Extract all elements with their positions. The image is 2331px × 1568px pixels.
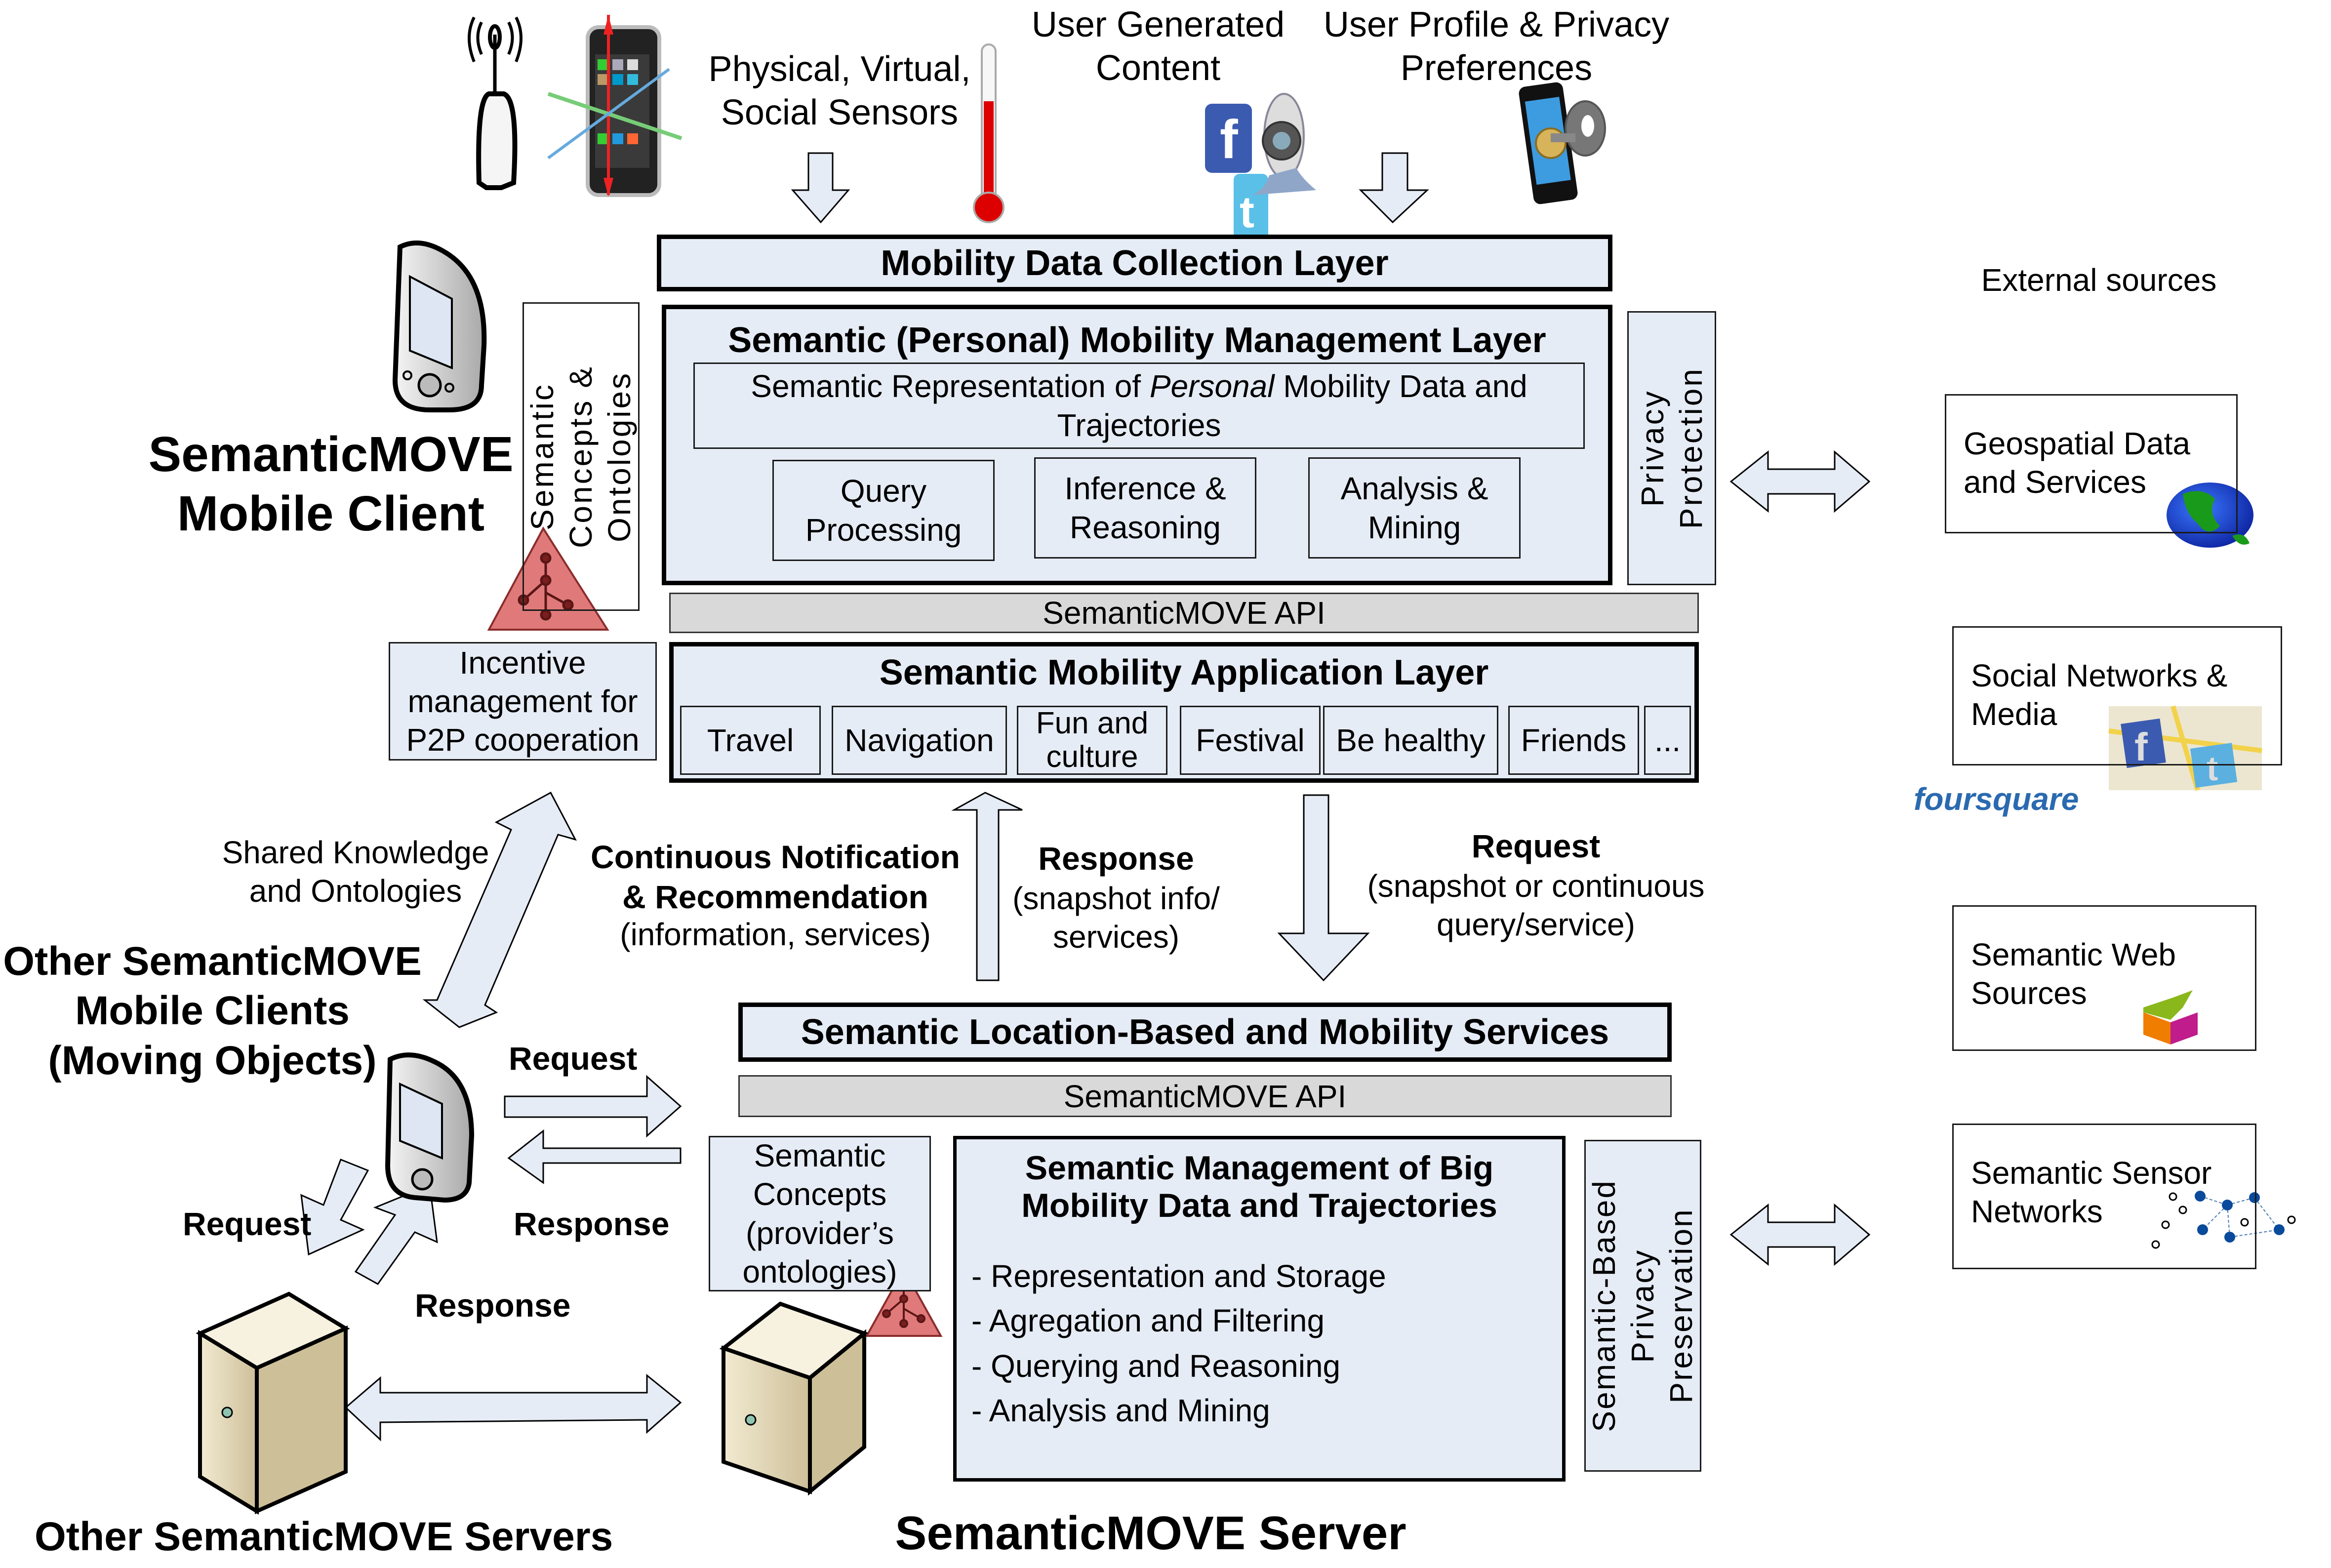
representation-text-post: Mobility Data and Trajectories — [1057, 368, 1527, 443]
peer-response-label: Response — [514, 1206, 670, 1242]
request-subtitle: (snapshot or continuous query/service) — [1367, 868, 1705, 943]
representation-text-italic: Personal — [1149, 368, 1275, 404]
facebook-twitter-icon: f t — [1205, 104, 1268, 240]
server-title: SemanticMOVE Server — [895, 1507, 1407, 1560]
management-item-querying: - Querying and Reasoning — [971, 1348, 1341, 1384]
representation-text-pre: Semantic Representation of — [751, 368, 1150, 404]
response-subtitle: (snapshot info/ services) — [1012, 881, 1220, 955]
app-travel[interactable]: Travel — [680, 706, 821, 775]
other-client-phone-icon — [385, 1052, 475, 1203]
peer-request-arrow — [504, 1075, 682, 1138]
server-external-arrow — [1729, 1203, 1871, 1266]
management-item-storage: - Representation and Storage — [971, 1258, 1386, 1294]
app-friends[interactable]: Friends — [1508, 706, 1639, 775]
app-be-healthy[interactable]: Be healthy — [1323, 706, 1498, 775]
client-privacy-protection-label: Privacy Protection — [1634, 367, 1709, 529]
big-data-management-title: Semantic Management of Big Mobility Data… — [1021, 1149, 1497, 1225]
shared-knowledge-arrow — [422, 791, 577, 1028]
server-semanticmove-api: SemanticMOVE API — [738, 1075, 1672, 1117]
sensor-network-icon — [2127, 1188, 2312, 1254]
svg-text:t: t — [2207, 749, 2218, 788]
svg-text:f: f — [1220, 109, 1238, 170]
client-privacy-protection-box: Privacy Protection — [1627, 311, 1716, 585]
social-map-icon: f t — [2108, 705, 2262, 791]
external-sources-title: External sources — [1981, 262, 2217, 298]
peer-request-label: Request — [509, 1040, 638, 1077]
module-query-processing: Query Processing — [772, 460, 995, 561]
mobile-client-phone-icon — [392, 241, 487, 412]
request-title: Request — [1471, 828, 1601, 864]
client-semantic-concepts-label: Semantic Concepts & Ontologies — [524, 365, 638, 548]
management-layer-title: Semantic (Personal) Mobility Management … — [728, 321, 1546, 360]
semantic-web-cube-icon — [2127, 990, 2221, 1049]
other-server-response-label: Response — [415, 1287, 571, 1324]
user-generated-content-label: User Generated Content — [1031, 5, 1285, 88]
app-more[interactable]: ... — [1644, 706, 1691, 775]
module-analysis-mining: Analysis & Mining — [1308, 457, 1521, 559]
semantic-mobility-application-layer: Semantic Mobility Application Layer Trav… — [669, 642, 1699, 783]
server-privacy-preservation-label: Semantic-Based Privacy Preservation — [1586, 1179, 1699, 1432]
client-external-arrow — [1729, 450, 1871, 513]
profile-down-arrow — [1359, 152, 1429, 224]
incentive-management-box: Incentive management for P2P cooperation — [389, 642, 657, 761]
server-semantic-concepts-box: Semantic Concepts (provider’s ontologies… — [709, 1136, 931, 1291]
webcam-icon — [1252, 93, 1316, 195]
app-fun-and-culture[interactable]: Fun and culture — [1017, 706, 1167, 775]
client-ontology-icon — [487, 526, 609, 631]
other-servers-title: Other SemanticMOVE Servers — [35, 1514, 613, 1559]
notification-subtitle: (information, services) — [620, 917, 931, 952]
shared-knowledge-label: Shared Knowledge and Ontologies — [222, 834, 489, 909]
external-source-geospatial[interactable]: Geospatial Data and Services — [1945, 394, 2238, 533]
client-semanticmove-api: SemanticMOVE API — [669, 593, 1699, 633]
response-title: Response — [1038, 840, 1194, 877]
management-item-analysis: - Analysis and Mining — [971, 1393, 1270, 1428]
app-festival[interactable]: Festival — [1180, 706, 1321, 775]
svg-text:t: t — [1240, 188, 1254, 237]
svg-text:foursquare: foursquare — [1914, 781, 2079, 817]
external-source-social-networks[interactable]: Social Networks & Media — [1952, 626, 2282, 765]
application-layer-title: Semantic Mobility Application Layer — [879, 652, 1489, 692]
client-semantic-concepts-box: Semantic Concepts & Ontologies — [522, 302, 640, 611]
other-mobile-clients-title: Other SemanticMOVE Mobile Clients (Movin… — [3, 939, 422, 1083]
semantic-representation-box: Semantic Representation of Personal Mobi… — [693, 362, 1585, 449]
request-down-arrow — [1277, 794, 1370, 982]
app-navigation[interactable]: Navigation — [832, 706, 1007, 775]
svg-text:f: f — [2134, 725, 2148, 769]
phone-lock-icon — [1519, 82, 1606, 204]
other-server-request-arrow — [300, 1159, 369, 1256]
external-source-sensor-networks[interactable]: Semantic Sensor Networks — [1952, 1124, 2256, 1269]
location-based-services-layer: Semantic Location-Based and Mobility Ser… — [738, 1003, 1672, 1062]
thermometer-icon — [973, 43, 1005, 223]
notification-title: Continuous Notification & Recommendation — [591, 839, 960, 915]
module-inference-reasoning: Inference & Reasoning — [1034, 457, 1256, 559]
notification-up-arrow — [951, 792, 1023, 981]
server-peer-arrow — [344, 1373, 682, 1442]
globe-icon — [2166, 472, 2254, 558]
sensors-label: Physical, Virtual, Social Sensors — [708, 49, 971, 132]
other-server-response-arrow — [354, 1184, 438, 1285]
server-tower-icon — [719, 1301, 869, 1496]
other-server-request-label: Request — [183, 1206, 312, 1242]
mobile-client-title: SemanticMOVE Mobile Client — [148, 427, 514, 541]
foursquare-logo-icon: foursquare — [1894, 765, 2079, 840]
external-source-semantic-web[interactable]: Semantic Web Sources — [1952, 905, 2256, 1051]
other-server-tower-icon — [196, 1291, 350, 1515]
user-profile-privacy-label: User Profile & Privacy Preferences — [1323, 5, 1670, 88]
sensors-down-arrow — [791, 152, 850, 224]
management-item-aggregation: - Agregation and Filtering — [971, 1303, 1325, 1338]
smartphone-sensor-icon — [547, 15, 683, 197]
mobility-data-collection-layer: Mobility Data Collection Layer — [657, 235, 1612, 291]
big-mobility-data-management-box: Semantic Management of Big Mobility Data… — [953, 1136, 1566, 1482]
antenna-icon — [468, 16, 522, 190]
server-privacy-preservation-box: Semantic-Based Privacy Preservation — [1584, 1140, 1701, 1472]
peer-response-arrow — [507, 1129, 682, 1184]
semantic-personal-mobility-management-layer: Semantic (Personal) Mobility Management … — [662, 305, 1612, 585]
